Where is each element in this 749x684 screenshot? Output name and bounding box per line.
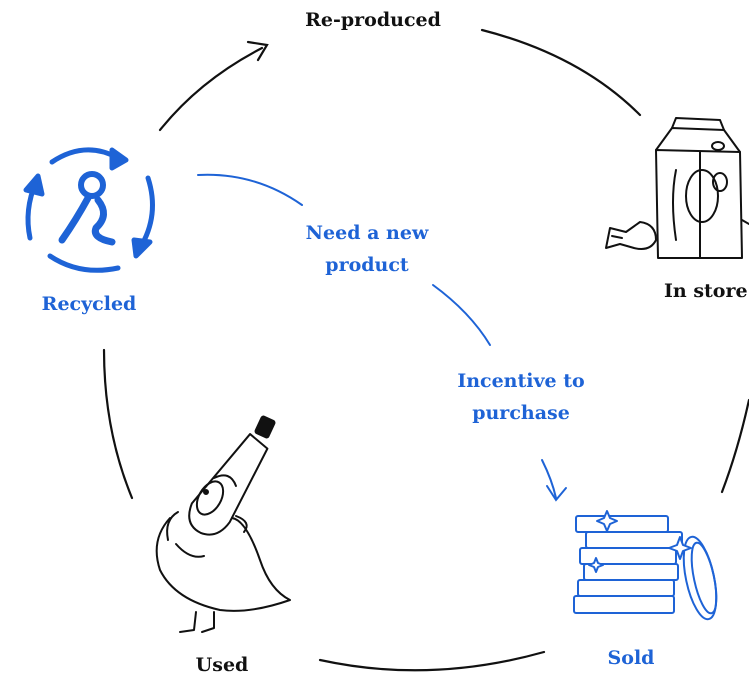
reproduced-arrowhead-icon [246,40,269,62]
recycled-label: Recycled [42,293,137,315]
sold-label: Sold [608,647,655,669]
flow-line-need-to-incentive [432,284,491,346]
flow-line-recycled-to-need [197,173,303,206]
cycle-arc-used-to-recycled [102,348,134,500]
need-label-line1: Need a new [306,222,429,244]
coin-stack-icon [573,510,718,621]
cycle-arc-recycled-to-reproduced [158,46,264,132]
milk-carton-and-candy-icon [605,117,749,259]
recycle-logo-icon [23,147,155,273]
used-label: Used [196,654,249,676]
flow-line-incentive-to-sold [541,459,557,499]
reproduced-label: Re-produced [305,9,441,31]
in-store-label: In store [664,280,748,302]
incentive-label-line1: Incentive to [457,370,584,392]
flow-arrowhead-icon [546,485,567,502]
cycle-arc-sold-to-used [318,650,546,672]
incentive-label-line2: purchase [472,402,570,424]
cycle-arc-reproduced-to-in-store [480,28,642,117]
cycle-arc-in-store-to-sold [720,398,749,494]
bird-holding-bottle-icon [155,415,291,633]
need-label-line2: product [325,254,409,276]
